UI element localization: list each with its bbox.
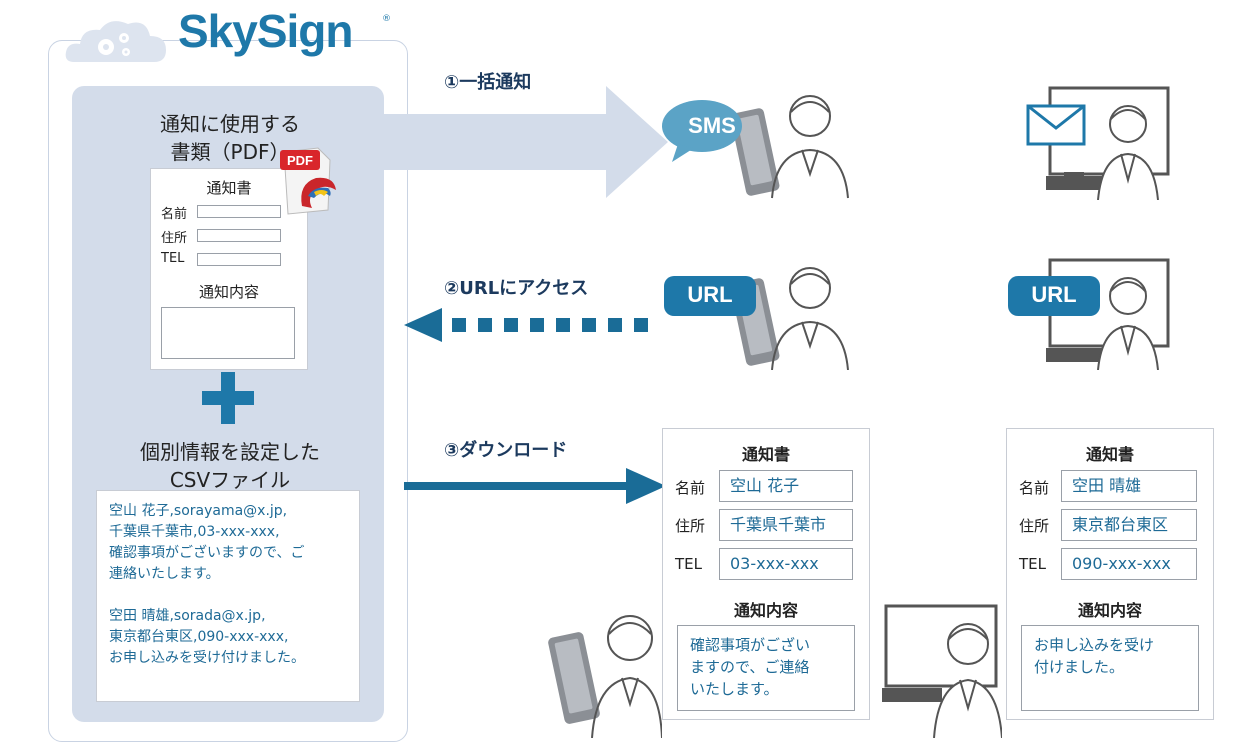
csv-line: 千葉県千葉市,03-xxx-xxx,	[109, 524, 280, 540]
result-content-box: 確認事項がござい ますので、ご連絡 いたします。	[677, 625, 855, 711]
result-field-name: 空田 晴雄	[1061, 470, 1197, 502]
result-content-line: ますので、ご連絡	[690, 658, 810, 676]
csv-section-title: 個別情報を設定した CSVファイル	[110, 438, 350, 494]
cloud-gear-icon	[65, 21, 166, 62]
csv-content-box: 空山 花子,sorayama@x.jp, 千葉県千葉市,03-xxx-xxx, …	[96, 490, 360, 702]
result-doc-title: 通知書	[741, 445, 790, 464]
registered-mark: ®	[382, 14, 391, 24]
sms-recipient-group	[662, 95, 849, 199]
phone-user-illustration	[548, 615, 662, 738]
step2-label: ②URLにアクセス	[444, 278, 589, 299]
csv-title-line2: CSVファイル	[169, 468, 291, 492]
template-field-tel	[197, 253, 281, 266]
csv-line: 空山 花子,sorayama@x.jp,	[109, 503, 288, 519]
result-label-name: 名前	[675, 479, 706, 497]
email-recipient-group	[1026, 86, 1170, 200]
result-field-address: 千葉県千葉市	[719, 509, 853, 541]
result-label-address: 住所	[675, 517, 706, 535]
csv-line: 空田 晴雄,sorada@x.jp,	[109, 608, 266, 624]
result-field-address: 東京都台東区	[1061, 509, 1197, 541]
result-document: 通知書 名前 空田 晴雄 住所 東京都台東区 TEL 090-xxx-xxx 通…	[1006, 428, 1214, 720]
result-content-line: お申し込みを受け	[1034, 636, 1155, 654]
csv-line	[109, 585, 305, 606]
url-bubble-label-pc: URL	[1031, 282, 1077, 307]
template-content-label: 通知内容	[198, 283, 259, 301]
result-field-tel: 03-xxx-xxx	[719, 548, 853, 580]
result-content-line: 確認事項がござい	[690, 636, 811, 654]
download-arrow	[404, 468, 666, 504]
svg-text:PDF: PDF	[287, 153, 313, 168]
url-bubble-label-phone: URL	[687, 282, 733, 307]
result-doc-title: 通知書	[1085, 445, 1134, 464]
url-pc-recipient-group	[1008, 258, 1170, 370]
result-field-name: 空山 花子	[719, 470, 853, 502]
brand-logo: SkySign	[178, 5, 354, 57]
template-label-name: 名前	[161, 207, 188, 222]
result-content-box: お申し込みを受け 付けました。	[1021, 625, 1199, 711]
result-field-tel: 090-xxx-xxx	[1061, 548, 1197, 580]
step3-label: ③ダウンロード	[444, 440, 568, 461]
result-label-tel: TEL	[1019, 555, 1046, 573]
template-label-address: 住所	[161, 231, 188, 246]
result-content-line: いたします。	[690, 680, 779, 698]
csv-line: 連絡いたします。	[109, 566, 220, 582]
pdf-section-title: 通知に使用する 書類（PDF）	[110, 110, 350, 166]
step1-label: ①一括通知	[444, 72, 532, 93]
access-dotted-arrow	[404, 308, 648, 342]
template-title: 通知書	[206, 179, 252, 197]
template-document: 通知書 名前 住所 TEL 通知内容	[150, 168, 308, 370]
template-label-tel: TEL	[161, 251, 185, 266]
result-content-label: 通知内容	[733, 601, 798, 620]
result-label-name: 名前	[1019, 479, 1050, 497]
csv-line: お申し込みを受け付けました。	[109, 650, 305, 666]
result-content-label: 通知内容	[1077, 601, 1142, 620]
csv-title-line1: 個別情報を設定した	[140, 440, 320, 464]
pdf-title-line1: 通知に使用する	[160, 112, 300, 136]
plus-icon	[202, 372, 254, 424]
pdf-icon: PDF	[280, 147, 336, 215]
csv-line: 確認事項がございますので、ご	[109, 545, 305, 561]
pdf-title-line2: 書類（PDF）	[170, 140, 290, 164]
url-phone-recipient-group	[664, 267, 849, 370]
result-document: 通知書 名前 空山 花子 住所 千葉県千葉市 TEL 03-xxx-xxx 通知…	[662, 428, 870, 720]
template-content-box	[161, 307, 295, 359]
result-content-line: 付けました。	[1034, 658, 1125, 676]
template-field-name	[197, 205, 281, 218]
pc-user-illustration	[882, 604, 1002, 738]
csv-line: 東京都台東区,090-xxx-xxx,	[109, 629, 289, 645]
result-label-tel: TEL	[675, 555, 702, 573]
result-label-address: 住所	[1019, 517, 1050, 535]
sms-bubble-label: SMS	[688, 113, 736, 138]
template-field-address	[197, 229, 281, 242]
bulk-notify-arrow	[384, 86, 668, 198]
